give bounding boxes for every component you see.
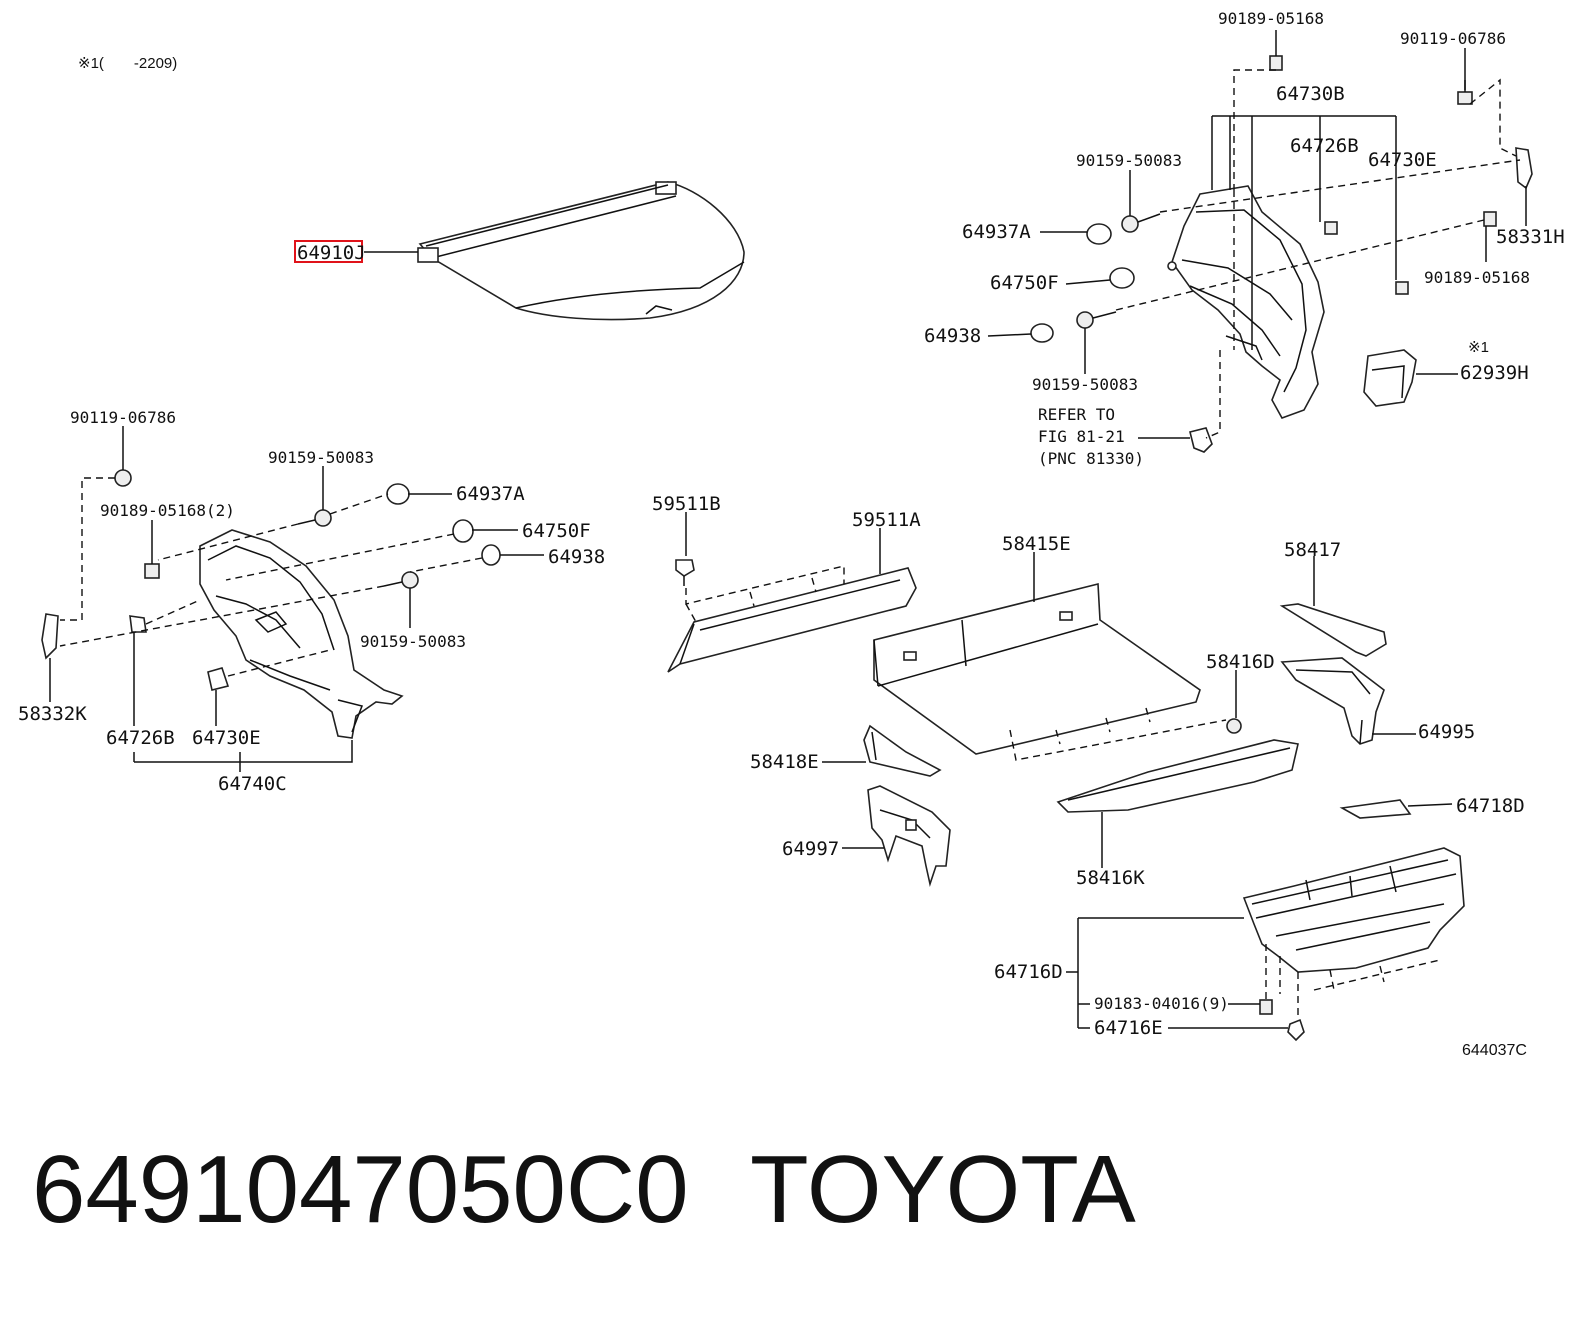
callout-64938-right[interactable]: 64938 — [924, 325, 981, 347]
right-quarter-trim-part — [1167, 185, 1325, 419]
callout-62939H[interactable]: 62939H — [1460, 362, 1529, 384]
left-leaders — [49, 426, 544, 772]
part-64995 — [1280, 657, 1385, 745]
callout-64716E[interactable]: 64716E — [1094, 1017, 1163, 1039]
callout-64726B-right[interactable]: 64726B — [1290, 135, 1359, 157]
center-leaders-a — [685, 512, 881, 623]
callout-90119-06786-right[interactable]: 90119-06786 — [1400, 29, 1506, 48]
refer-line-1: REFER TO — [1038, 405, 1115, 424]
callout-90189-05168-2[interactable]: 90189-05168(2) — [100, 501, 235, 520]
callout-59511B[interactable]: 59511B — [652, 493, 721, 515]
part-62939H — [1363, 349, 1417, 407]
callout-90119-06786-left[interactable]: 90119-06786 — [70, 408, 176, 427]
callout-64718D[interactable]: 64718D — [1456, 795, 1525, 817]
callout-64716D[interactable]: 64716D — [994, 961, 1063, 983]
callout-90189-05168-right[interactable]: 90189-05168 — [1424, 268, 1530, 287]
callout-58331H[interactable]: 58331H — [1496, 226, 1565, 248]
center-leaders-c — [1066, 917, 1441, 1029]
callout-58332K[interactable]: 58332K — [18, 703, 87, 725]
callout-64937A-left[interactable]: 64937A — [456, 483, 525, 505]
tonneau-cover-part — [417, 181, 745, 321]
part-58417 — [1279, 603, 1387, 657]
part-90183-04016 — [1259, 999, 1273, 1015]
left-fasteners — [41, 469, 501, 691]
callout-58418E[interactable]: 58418E — [750, 751, 819, 773]
part-64997 — [867, 785, 951, 887]
part-58415E — [873, 582, 1201, 755]
part-64716D — [1242, 847, 1465, 973]
refer-line-3: (PNC 81330) — [1038, 449, 1144, 468]
callout-64730E-right[interactable]: 64730E — [1368, 149, 1437, 171]
callout-90183-04016[interactable]: 90183-04016(9) — [1094, 994, 1229, 1013]
right-leaders — [987, 30, 1527, 439]
callout-90159-50083-r1[interactable]: 90159-50083 — [1076, 151, 1182, 170]
refer-line-2[interactable]: FIG 81-21 — [1038, 427, 1125, 446]
callout-64730B[interactable]: 64730B — [1276, 83, 1345, 105]
callout-90159-50083-l2[interactable]: 90159-50083 — [360, 632, 466, 651]
callout-note-1: ※1 — [1468, 339, 1489, 356]
part-64716E — [1287, 1018, 1305, 1042]
callout-64995[interactable]: 64995 — [1418, 721, 1475, 743]
callout-64938-left[interactable]: 64938 — [548, 546, 605, 568]
brand-title: TOYOTA — [750, 1136, 1136, 1243]
callout-64750F-left[interactable]: 64750F — [522, 520, 591, 542]
center-leaders-b — [1009, 552, 1227, 761]
callout-64910J[interactable]: 64910J — [297, 242, 366, 264]
callout-58417[interactable]: 58417 — [1284, 539, 1341, 561]
callout-90159-50083-r2[interactable]: 90159-50083 — [1032, 375, 1138, 394]
callout-58416D[interactable]: 58416D — [1206, 651, 1275, 673]
part-59511B — [675, 559, 695, 586]
part-58416D — [1226, 718, 1242, 734]
right-fasteners — [1030, 55, 1533, 453]
model-range-note: ※1( -2209) — [78, 55, 177, 72]
callout-59511A[interactable]: 59511A — [852, 509, 921, 531]
callout-64726B-left[interactable]: 64726B — [106, 727, 175, 749]
callout-64937A-right[interactable]: 64937A — [962, 221, 1031, 243]
callout-58416K[interactable]: 58416K — [1076, 867, 1145, 889]
part-59511A — [667, 567, 917, 673]
callout-90159-50083-l1[interactable]: 90159-50083 — [268, 448, 374, 467]
callout-90189-05168-top[interactable]: 90189-05168 — [1218, 9, 1324, 28]
callout-64997[interactable]: 64997 — [782, 838, 839, 860]
part-58416K — [1056, 739, 1299, 813]
callout-64750F-right[interactable]: 64750F — [990, 272, 1059, 294]
highlight-box — [294, 240, 363, 263]
diagram-code: 644037C — [1462, 1042, 1527, 1059]
callout-58415E[interactable]: 58415E — [1002, 533, 1071, 555]
part-58418E — [863, 724, 942, 777]
callout-64740C[interactable]: 64740C — [218, 773, 287, 795]
left-quarter-trim-part — [199, 529, 404, 739]
part-64718D — [1339, 799, 1412, 819]
part-number-title: 6491047050C0 — [32, 1136, 689, 1243]
callout-64730E-left[interactable]: 64730E — [192, 727, 261, 749]
